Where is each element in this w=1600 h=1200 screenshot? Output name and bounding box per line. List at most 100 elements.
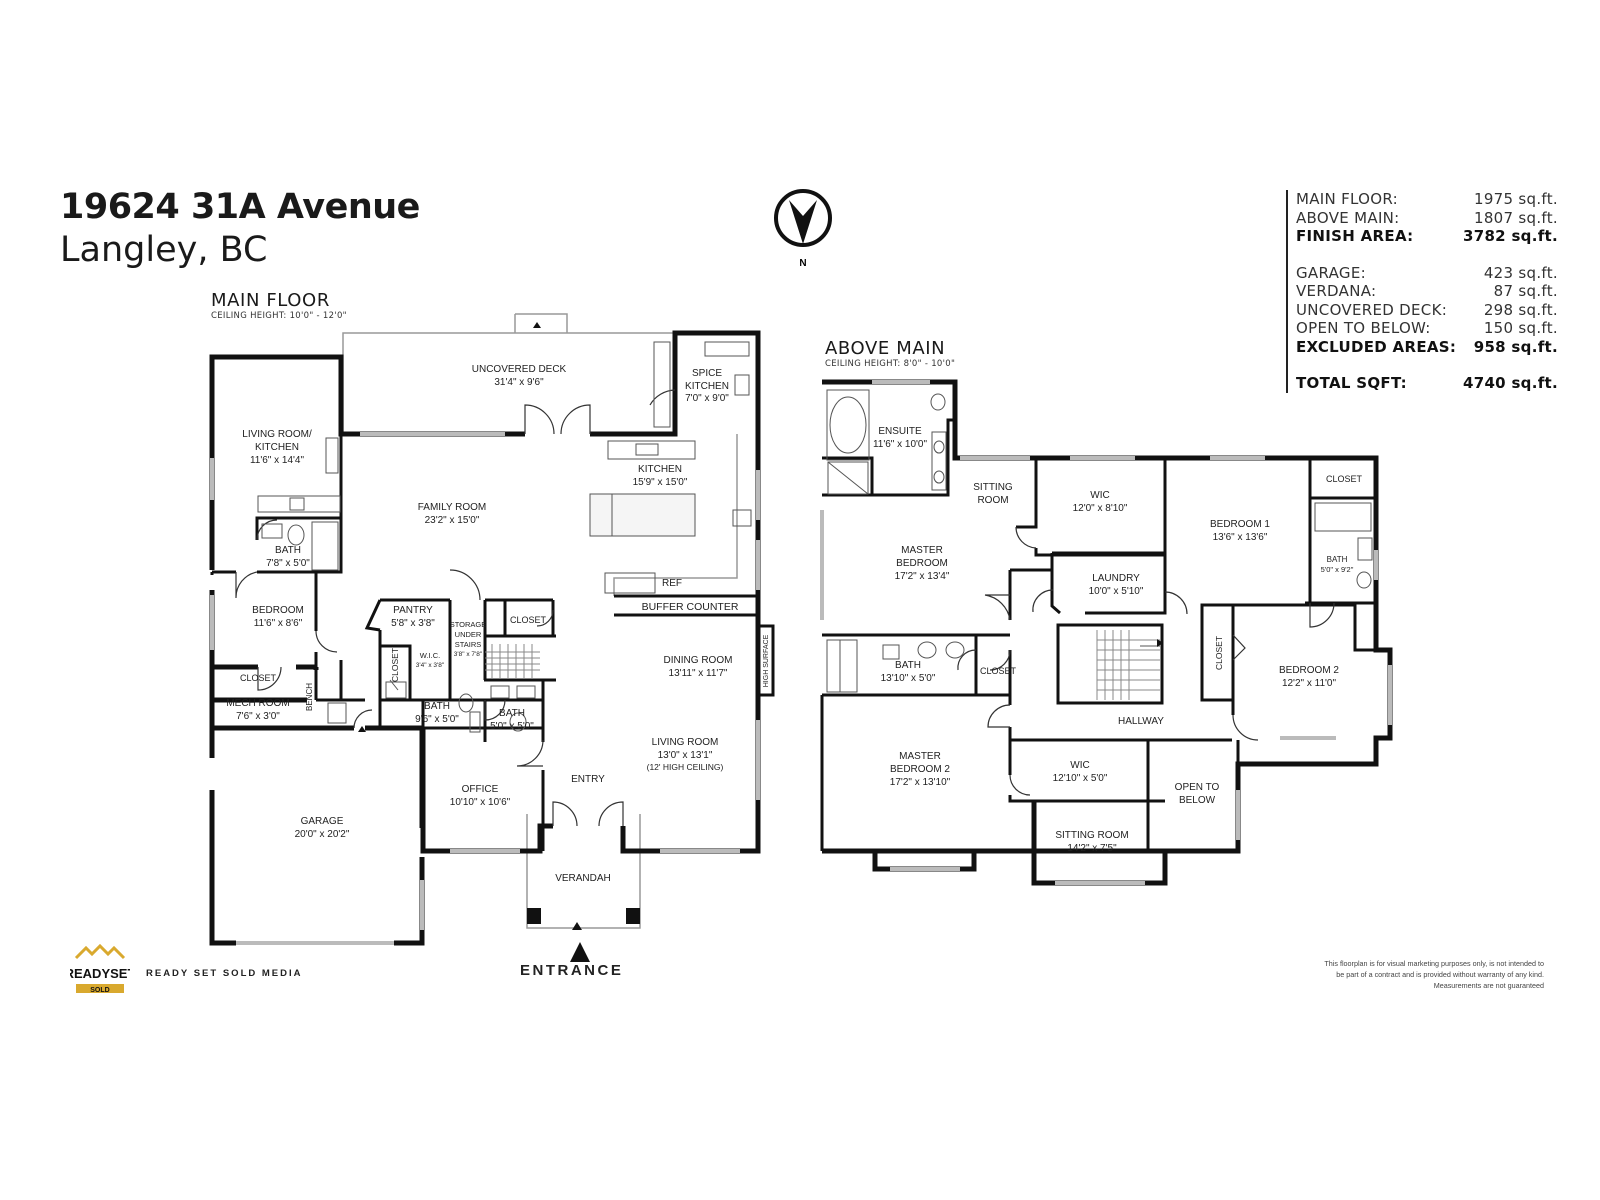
room-bedroom2-dim: 12'2" x 11'0" <box>1282 678 1337 689</box>
room-master-dim: 17'2" x 13'4" <box>895 571 950 582</box>
room-garage-dim: 20'0" x 20'2" <box>295 829 350 840</box>
room-deck-dim: 31'4" x 9'6" <box>494 377 544 388</box>
room-living-kitchen-name1: LIVING ROOM/ <box>242 429 312 440</box>
room-family-name: FAMILY ROOM <box>418 502 487 513</box>
stat-finish-area: FINISH AREA:3782 sq.ft. <box>1296 227 1558 245</box>
room-entry: ENTRY <box>571 774 605 785</box>
room-laundry-name: LAUNDRY <box>1092 573 1140 584</box>
above-main-title: ABOVE MAIN <box>825 338 946 359</box>
room-bath3-dim: 5'0" x 5'0" <box>490 721 534 732</box>
room-mech-dim: 7'6" x 3'0" <box>236 711 280 722</box>
room-ensuite-name: ENSUITE <box>878 426 922 437</box>
room-kitchen-name: KITCHEN <box>638 464 682 475</box>
main-floor-ceiling: CEILING HEIGHT: 10'0" - 12'0" <box>211 311 347 321</box>
room-verandah: VERANDAH <box>555 873 611 884</box>
room-mech-name: MECH ROOM <box>226 698 289 709</box>
room-bath-small-dim: 5'0" x 9'2" <box>1321 565 1354 574</box>
city-address: Langley, BC <box>60 230 268 270</box>
room-bedroom-name: BEDROOM <box>252 605 304 616</box>
area-stats: MAIN FLOOR:1975 sq.ft. ABOVE MAIN:1807 s… <box>1286 190 1558 393</box>
brand-name: READY SET SOLD MEDIA <box>146 968 303 979</box>
above-main-ceiling: CEILING HEIGHT: 8'0" - 10'0" <box>825 359 956 369</box>
room-sitting1-l2: ROOM <box>977 495 1008 506</box>
room-living-name: LIVING ROOM <box>652 737 719 748</box>
fixture-ref: REF <box>662 578 682 589</box>
room-sitting2-dim: 14'2" x 7'5" <box>1067 843 1117 854</box>
room-bath2-dim: 9'6" x 5'0" <box>415 714 459 725</box>
room-hallway: HALLWAY <box>1118 716 1164 727</box>
room-living-kitchen-dim: 11'6" x 14'4" <box>250 455 305 466</box>
room-wic-dim: 3'4" x 3'8" <box>416 662 445 669</box>
room-office-name: OFFICE <box>462 784 499 795</box>
stat-total: TOTAL SQFT:4740 sq.ft. <box>1296 374 1558 392</box>
room-wic1-name: WIC <box>1090 490 1109 501</box>
room-bath-dim: 13'10" x 5'0" <box>881 673 936 684</box>
room-bedroom1-dim: 13'6" x 13'6" <box>1213 532 1268 543</box>
room-bath1-dim: 7'8" x 5'0" <box>266 558 310 569</box>
room-master-l1: MASTER <box>901 545 943 556</box>
entrance-label: ENTRANCE <box>520 962 624 979</box>
room-family-dim: 23'2" x 15'0" <box>425 515 480 526</box>
compass-label: N <box>799 258 806 269</box>
stat-excluded-areas: EXCLUDED AREAS:958 sq.ft. <box>1296 337 1558 356</box>
svg-text:SOLD: SOLD <box>90 987 109 994</box>
main-floor-heading: MAIN FLOOR CEILING HEIGHT: 10'0" - 12'0" <box>211 290 347 321</box>
room-closet2: CLOSET <box>1214 636 1224 670</box>
room-living-kitchen-name2: KITCHEN <box>255 442 299 453</box>
room-open-below-l1: OPEN TO <box>1175 782 1220 793</box>
room-garage-name: GARAGE <box>301 816 344 827</box>
stat-open-to-below: OPEN TO BELOW:150 sq.ft. <box>1296 319 1558 337</box>
main-floor-plan: UNCOVERED DECK 31'4" x 9'6" SPICE KITCHE… <box>209 313 775 962</box>
room-storage-l2: UNDER <box>455 630 482 639</box>
stat-uncovered-deck: UNCOVERED DECK:298 sq.ft. <box>1296 300 1558 319</box>
room-closet1: CLOSET <box>1326 474 1363 484</box>
room-bath-small-name: BATH <box>1327 555 1348 564</box>
room-master2-l2: BEDROOM 2 <box>890 764 950 775</box>
room-bedroom1-name: BEDROOM 1 <box>1210 519 1270 530</box>
room-wic2-dim: 12'10" x 5'0" <box>1053 773 1108 784</box>
fixture-high-surface: HIGH SURFACE <box>763 634 770 687</box>
room-closet-c: CLOSET <box>390 648 400 682</box>
room-spice-name2: KITCHEN <box>685 381 729 392</box>
room-spice-name1: SPICE <box>692 368 722 379</box>
room-bath1-name: BATH <box>275 545 301 556</box>
room-dining-dim: 13'11" x 11'7" <box>669 668 728 679</box>
room-storage-dim: 3'8" x 7'8" <box>454 651 483 658</box>
room-pantry-name: PANTRY <box>393 605 433 616</box>
room-dining-name: DINING ROOM <box>664 655 733 666</box>
room-office-dim: 10'10" x 10'6" <box>450 797 511 808</box>
main-floor-title: MAIN FLOOR <box>211 290 330 311</box>
room-bedroom-dim: 11'6" x 8'6" <box>254 618 303 629</box>
room-wic2-name: WIC <box>1070 760 1089 771</box>
above-main-heading: ABOVE MAIN CEILING HEIGHT: 8'0" - 10'0" <box>825 338 955 369</box>
room-storage-l1: STORAGE <box>450 620 487 629</box>
room-closet3: CLOSET <box>980 666 1017 676</box>
disclaimer: This floorplan is for visual marketing p… <box>1324 959 1544 990</box>
room-pantry-dim: 5'8" x 3'8" <box>391 618 435 629</box>
compass-icon: N <box>774 189 832 269</box>
entrance-arrow-icon <box>570 942 590 962</box>
stat-main-floor: MAIN FLOOR:1975 sq.ft. <box>1296 190 1558 208</box>
room-storage-l3: STAIRS <box>455 640 482 649</box>
stat-garage: GARAGE:423 sq.ft. <box>1296 263 1558 282</box>
room-master-l2: BEDROOM <box>896 558 948 569</box>
above-main-plan: ENSUITE 11'6" x 10'0" SITTING ROOM WIC 1… <box>820 379 1393 886</box>
room-open-below-l2: BELOW <box>1179 795 1216 806</box>
room-kitchen-dim: 15'9" x 15'0" <box>633 477 688 488</box>
room-wic-name: W.I.C. <box>420 651 440 660</box>
room-sitting2-name: SITTING ROOM <box>1055 830 1128 841</box>
room-sitting1-l1: SITTING <box>973 482 1013 493</box>
street-address: 19624 31A Avenue <box>60 187 420 227</box>
room-closet-a: CLOSET <box>510 615 547 625</box>
room-ensuite-dim: 11'6" x 10'0" <box>873 439 928 450</box>
room-master2-l1: MASTER <box>899 751 941 762</box>
room-closet-b: CLOSET <box>240 673 277 683</box>
room-living-dim: 13'0" x 13'1" <box>658 750 713 761</box>
room-living-note: (12' HIGH CEILING) <box>647 762 724 772</box>
room-spice-dim: 7'0" x 9'0" <box>685 393 729 404</box>
fixture-bench: BENCH <box>305 683 314 711</box>
room-deck-name: UNCOVERED DECK <box>472 364 567 375</box>
